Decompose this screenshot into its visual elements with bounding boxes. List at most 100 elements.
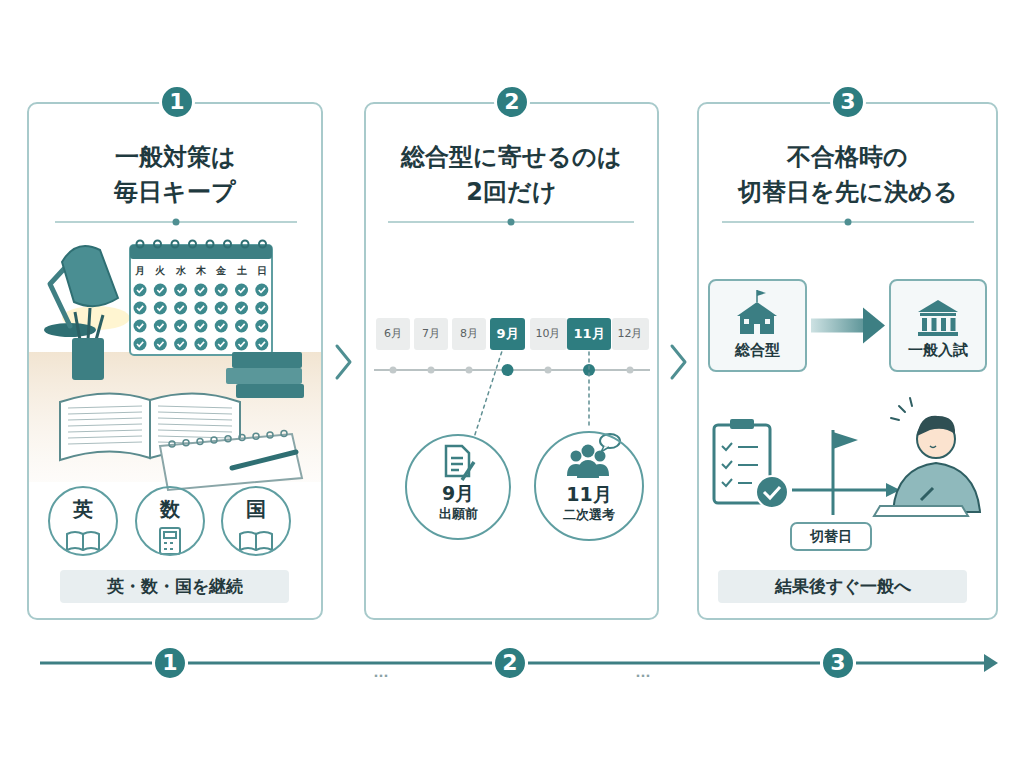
student-figure (874, 398, 980, 516)
open-book (158, 430, 232, 432)
calendar (194, 320, 207, 333)
calendar (137, 288, 143, 293)
book-stack (226, 368, 302, 384)
checklist-clipboard (714, 419, 788, 508)
milestone-circle: 11月二次選考 (534, 431, 644, 541)
calendar (218, 324, 224, 329)
weekday-label: 金 (216, 266, 226, 276)
interview-icon (601, 446, 609, 452)
calendar (198, 306, 204, 311)
timeline-step: 2 (492, 645, 528, 681)
weekday-label: 火 (155, 266, 165, 276)
open-book (158, 412, 232, 414)
step-heading: 不合格時の 切替日を先に決める (717, 140, 979, 210)
calendar (259, 288, 265, 293)
interview-icon (595, 451, 606, 462)
progress-line (856, 662, 986, 665)
calendar (157, 324, 163, 329)
student-figure (921, 488, 933, 500)
open-book (158, 424, 232, 426)
chevron (337, 346, 350, 378)
chevron (672, 346, 685, 378)
calendar (224, 241, 231, 248)
open-book (68, 442, 142, 444)
calendar (154, 320, 167, 333)
calendar (207, 241, 214, 248)
checklist-clipboard (738, 447, 758, 483)
node-text: 一般入試 (908, 341, 968, 360)
switch-flag (792, 489, 888, 492)
subject-icon (67, 532, 99, 550)
switch-flag (792, 430, 900, 515)
calendar (235, 320, 248, 333)
book-stack (232, 352, 302, 368)
arrow-head (863, 308, 885, 344)
calendar (215, 338, 228, 351)
calendar (157, 342, 163, 347)
desk-lamp (44, 246, 130, 337)
node-text: 結果後すぐ一般へ (775, 576, 911, 597)
heading-divider (845, 219, 852, 226)
node-text: 9月 (496, 326, 518, 342)
dotted-leader (475, 352, 502, 435)
book-stack (226, 352, 304, 398)
calendar (178, 306, 184, 311)
calendar (259, 306, 265, 311)
month-timeline (545, 367, 552, 374)
subject-icon (67, 528, 272, 554)
calendar (154, 284, 167, 297)
node-text: 国 (246, 497, 266, 522)
node-text: 2 (502, 649, 517, 677)
calendar (134, 302, 147, 315)
interview-icon (600, 434, 620, 448)
month-timeline (374, 364, 650, 376)
node-text: 9月 (442, 482, 474, 506)
weekday-label: 土 (237, 266, 247, 276)
switch-arrow (811, 319, 863, 333)
month-timeline (390, 364, 634, 376)
calendar (198, 324, 204, 329)
node-text: 11月 (573, 326, 604, 342)
notebook (225, 436, 231, 442)
notebook (281, 431, 287, 437)
exam-box: 一般入試 (889, 279, 987, 372)
subject-circle: 数 (135, 486, 205, 556)
student-figure (930, 446, 936, 448)
subject-icon (164, 543, 173, 549)
calendar (218, 288, 224, 293)
node-text: 切替日 (810, 528, 852, 546)
checklist-clipboard (756, 476, 788, 508)
subject-icon (82, 534, 84, 550)
node-text: 3 (840, 88, 855, 116)
open-book (68, 418, 142, 420)
application-icon (446, 446, 474, 480)
step-panel: 総合型に寄せるのは 2回だけ26月7月8月9月10月11月12月9月出願前11月… (364, 102, 659, 620)
weekday-label: 木 (196, 266, 206, 276)
book-stack (236, 384, 304, 398)
month-box: 7月 (414, 318, 448, 350)
calendar (137, 342, 143, 347)
calendar (172, 241, 179, 248)
pencil-cup (72, 338, 104, 380)
subject-icon (255, 534, 257, 550)
node-text: 二次選考 (563, 507, 615, 523)
application-icon (462, 462, 474, 480)
notebook (183, 440, 189, 446)
calendar (174, 320, 187, 333)
progress-line (188, 662, 492, 665)
exam-box: 総合型 (708, 279, 807, 372)
milestone-circle: 9月出願前 (405, 434, 511, 540)
node-text: 2 (504, 88, 519, 116)
timeline-step: 3 (820, 645, 856, 681)
notebook (169, 441, 175, 447)
open-book (158, 436, 232, 438)
calendar (134, 284, 269, 351)
calendar (242, 241, 249, 248)
node-text: 8月 (460, 327, 478, 341)
step-heading: 総合型に寄せるのは 2回だけ (381, 140, 643, 210)
calendar (194, 302, 207, 315)
month-timeline (627, 367, 634, 374)
switch-arrow (811, 308, 885, 344)
calendar (239, 342, 245, 347)
month-timeline (466, 367, 473, 374)
